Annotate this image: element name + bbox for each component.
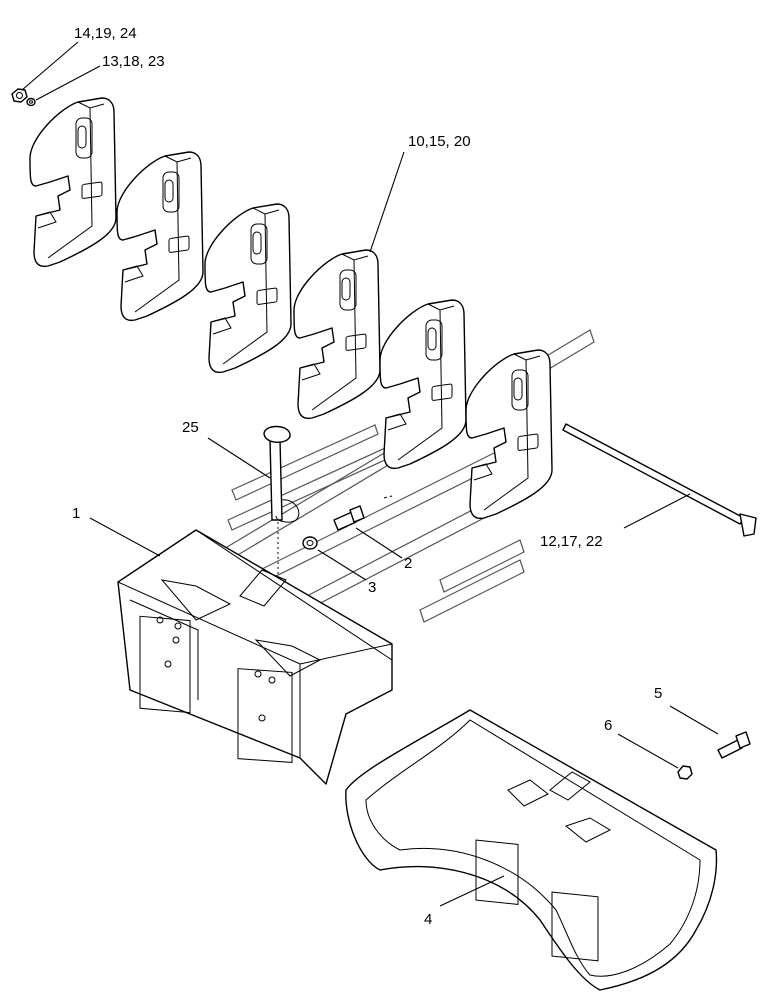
leader-lines (21, 41, 719, 907)
callout-2: 2 (404, 555, 412, 572)
weight-plate-3 (204, 203, 292, 374)
bolt-part (333, 505, 365, 531)
callout-13-18-23: 13,18, 23 (102, 53, 165, 70)
callout-6: 6 (604, 717, 612, 734)
callout-labels: 14,19, 24 13,18, 23 10,15, 20 25 1 2 3 1… (72, 25, 662, 928)
rear-washer-part (677, 765, 693, 780)
washer-part (26, 97, 36, 107)
weight-bracket-part (117, 529, 393, 785)
tie-rod-part (562, 423, 757, 537)
callout-14-19-24: 14,19, 24 (74, 25, 137, 42)
callout-12-17-22: 12,17, 22 (540, 533, 603, 550)
rear-bolt-part (717, 731, 751, 759)
weight-plate-2 (116, 151, 204, 322)
callout-3: 3 (368, 579, 376, 596)
callout-10-15-20: 10,15, 20 (408, 133, 471, 150)
callout-25: 25 (182, 419, 199, 436)
weight-plate-5 (379, 299, 467, 470)
nut-part (11, 88, 28, 103)
callout-5: 5 (654, 685, 662, 702)
rear-bracket-part (345, 709, 718, 991)
weight-plate-1 (29, 97, 117, 268)
weight-plate-4 (293, 249, 381, 420)
callout-1: 1 (72, 505, 80, 522)
callout-4: 4 (424, 911, 432, 928)
flat-washer-part (302, 536, 318, 550)
weight-plate-6 (465, 349, 553, 520)
